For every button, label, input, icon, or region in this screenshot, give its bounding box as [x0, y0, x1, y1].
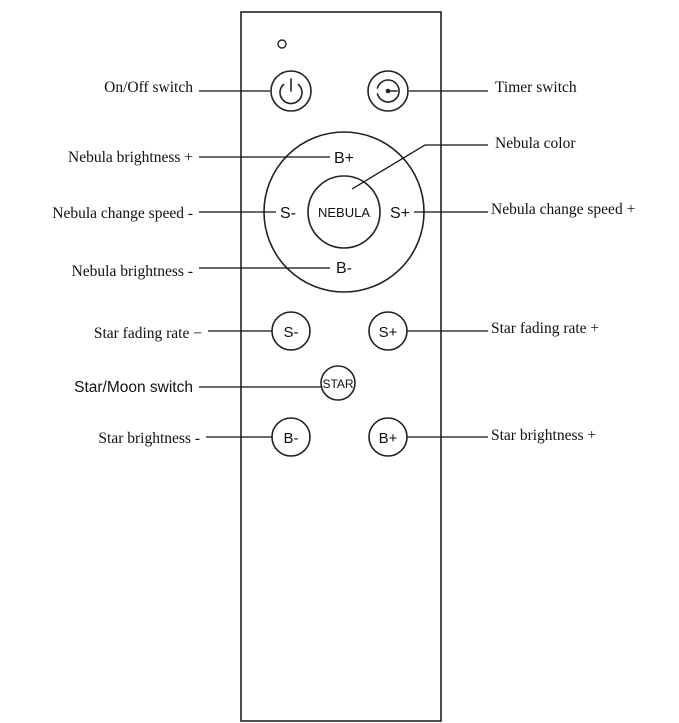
- timer-button[interactable]: [367, 70, 409, 112]
- nebula-b-minus-button[interactable]: B-: [336, 260, 352, 277]
- label-star-moon: Star/Moon switch: [74, 379, 193, 396]
- label-star-brightness-plus: Star brightness +: [491, 427, 596, 444]
- label-star-brightness-minus: Star brightness -: [98, 430, 200, 447]
- label-on-off: On/Off switch: [104, 79, 193, 96]
- star-s-minus-label: S-: [284, 324, 299, 341]
- star-b-plus-label: B+: [379, 430, 398, 447]
- nebula-s-plus-button[interactable]: S+: [390, 205, 410, 222]
- power-button[interactable]: [270, 70, 312, 112]
- nebula-s-minus-button[interactable]: S-: [280, 205, 296, 222]
- label-nebula-brightness-minus: Nebula brightness -: [72, 263, 193, 280]
- label-timer: Timer switch: [495, 79, 577, 96]
- label-nebula-speed-plus: Nebula change speed +: [491, 201, 635, 218]
- label-star-fading-minus: Star fading rate −: [94, 325, 202, 342]
- timer-icon: [376, 79, 400, 103]
- star-button-label: STAR: [322, 377, 353, 391]
- star-s-plus-button[interactable]: S+: [368, 311, 408, 351]
- nebula-b-plus-button[interactable]: B+: [334, 150, 354, 167]
- star-b-minus-label: B-: [284, 430, 299, 447]
- star-b-plus-button[interactable]: B+: [368, 417, 408, 457]
- star-s-minus-button[interactable]: S-: [271, 311, 311, 351]
- indicator-led: [277, 39, 287, 49]
- nebula-center-label: NEBULA: [318, 205, 370, 220]
- label-nebula-speed-minus: Nebula change speed -: [52, 205, 193, 222]
- label-star-fading-plus: Star fading rate +: [491, 320, 599, 337]
- star-button[interactable]: STAR: [320, 365, 356, 401]
- star-b-minus-button[interactable]: B-: [271, 417, 311, 457]
- power-icon: [279, 78, 303, 105]
- nebula-center-button[interactable]: NEBULA: [307, 175, 381, 249]
- label-nebula-brightness-plus: Nebula brightness +: [68, 149, 193, 166]
- star-s-plus-label: S+: [379, 324, 398, 341]
- label-nebula-color: Nebula color: [495, 135, 576, 152]
- leader-nebula-color: [351, 144, 488, 190]
